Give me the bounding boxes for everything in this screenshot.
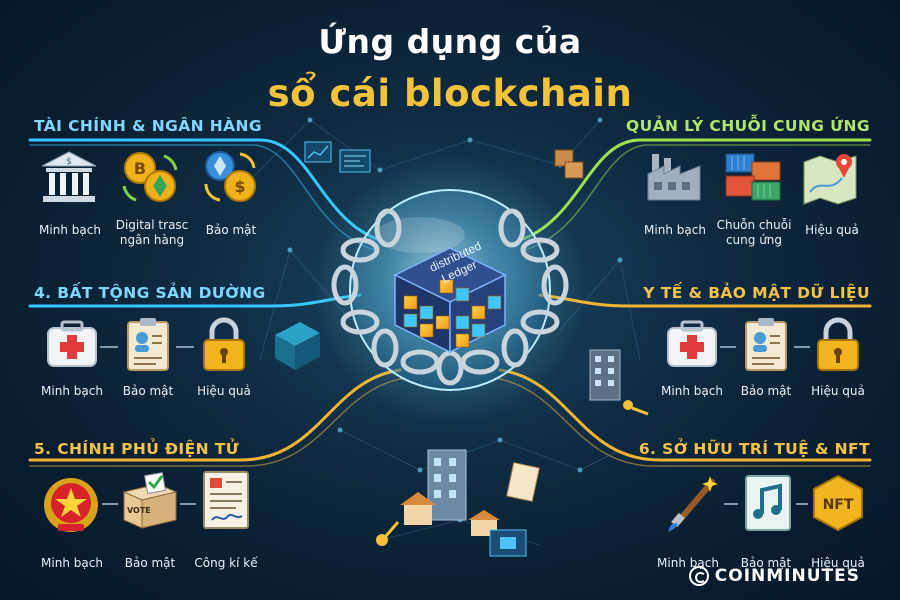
section-title-ip-nft: 6. SỞ HỮU TRÍ TUỆ & NFT xyxy=(638,440,870,458)
svg-text:$: $ xyxy=(234,177,245,196)
section-title-e-government: 5. CHÍNH PHỦ ĐIỆN TỬ xyxy=(34,440,240,458)
medical-kit-icon xyxy=(47,320,97,367)
ledger-cubes xyxy=(403,279,502,348)
section-title-healthcare: Y TẾ & BẢO MẬT DỮ LIỆU xyxy=(643,284,870,302)
e-gov-item-3-label: Công kí kế xyxy=(194,556,258,570)
main-title-line1: Ứng dụng của xyxy=(318,22,582,61)
music-file-icon xyxy=(745,475,791,531)
e-gov-item-1-label: Minh bạch xyxy=(41,556,103,570)
divider xyxy=(180,503,196,505)
svg-text:B: B xyxy=(134,159,146,178)
finance-item-2-label-line1: Digital trasc xyxy=(115,218,189,232)
svg-text:$: $ xyxy=(66,157,72,167)
section-title-real-estate: 4. BẤT TỘNG SẢN DƯỜNG xyxy=(34,284,266,302)
supply-item-2-label-line2: cung ứng xyxy=(725,233,783,247)
main-title-line2: sổ cái blockchain xyxy=(267,72,633,115)
national-emblem-icon xyxy=(44,478,98,532)
divider xyxy=(724,503,738,505)
real-estate-item-1-label: Minh bạch xyxy=(41,384,103,398)
ballot-box-label: VOTE xyxy=(127,506,151,515)
divider xyxy=(794,346,810,348)
bank-icon: $ xyxy=(41,151,97,202)
finance-item-2-label: Digital trasc ngân hàng xyxy=(112,218,192,248)
medical-kit-icon xyxy=(667,320,717,367)
supply-item-2-label: Chuỗn chuỗi cung ứng xyxy=(712,218,796,248)
healthcare-item-1-label: Minh bạch xyxy=(661,384,723,398)
id-card-icon xyxy=(745,318,787,371)
section-title-finance: TÀI CHÍNH & NGÂN HÀNG xyxy=(34,117,263,135)
real-estate-item-2-label: Bảo mật xyxy=(122,384,174,398)
crypto-coins-icon: B xyxy=(122,152,178,202)
divider xyxy=(720,346,736,348)
nft-badge-icon: NFT xyxy=(813,474,863,532)
currency-exchange-icon: $ xyxy=(204,151,256,202)
coinminutes-logo-icon xyxy=(688,566,709,586)
paintbrush-icon xyxy=(668,476,718,532)
shipping-containers-icon xyxy=(725,153,781,201)
divider xyxy=(100,346,118,348)
signed-document-icon xyxy=(203,471,249,529)
id-card-icon xyxy=(127,318,169,371)
nft-badge-label: NFT xyxy=(823,497,854,513)
watermark-text: COINMINUTES xyxy=(714,566,860,586)
healthcare-item-2-label: Bảo mật xyxy=(740,384,792,398)
chain xyxy=(331,208,569,386)
divider xyxy=(796,503,808,505)
section-title-supply-chain: QUẢN LÝ CHUỖI CUNG ỨNG xyxy=(626,117,870,135)
divider xyxy=(102,503,118,505)
supply-item-2-label-line1: Chuỗn chuỗi xyxy=(716,218,792,232)
ballot-box-icon: VOTE xyxy=(122,471,178,529)
factory-icon xyxy=(647,154,701,201)
coinminutes-watermark: COINMINUTES xyxy=(688,566,860,586)
supply-item-3-label: Hiệu quả xyxy=(805,223,859,237)
padlock-icon xyxy=(203,317,245,371)
finance-item-1-label: Minh bạch xyxy=(39,223,101,237)
floating-decor xyxy=(275,141,649,557)
e-gov-item-2-label: Bảo mật xyxy=(124,556,176,570)
ip-nft-item-3-label: Hiệu quả xyxy=(811,556,865,570)
ip-nft-item-2-label: Bảo mật xyxy=(740,556,792,570)
padlock-icon xyxy=(817,317,859,371)
supply-item-1-label: Minh bạch xyxy=(644,223,706,237)
map-pin-icon xyxy=(803,154,857,205)
finance-item-2-label-line2: ngân hàng xyxy=(119,233,185,247)
divider xyxy=(176,346,194,348)
healthcare-item-3-label: Hiệu quả xyxy=(811,384,865,398)
real-estate-item-3-label: Hiệu quả xyxy=(197,384,251,398)
finance-item-3-label: Bảo mật xyxy=(205,223,257,237)
